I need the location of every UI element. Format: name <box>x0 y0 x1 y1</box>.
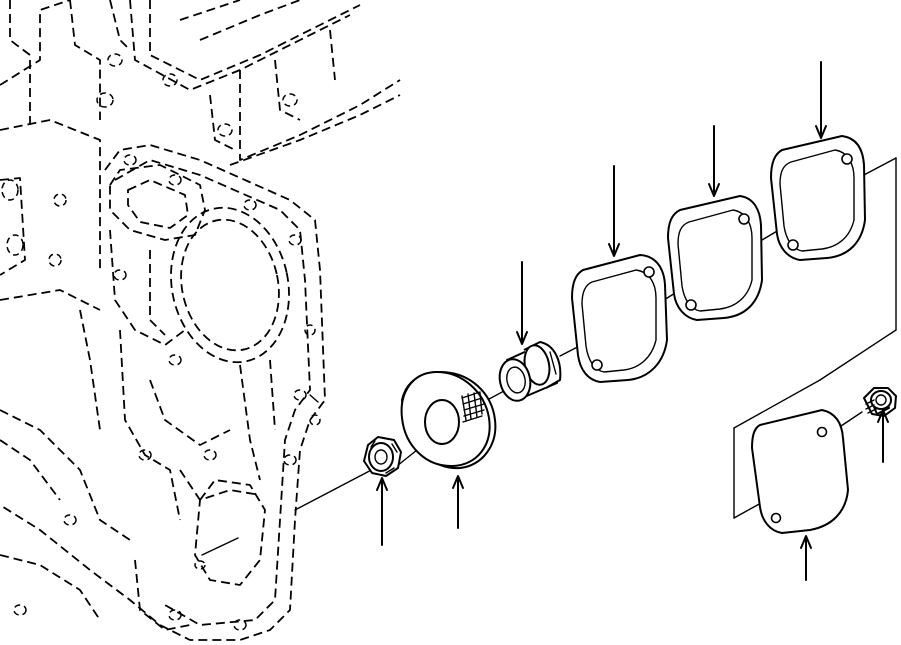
bolt-right <box>863 387 897 417</box>
pointer-arrows <box>376 61 889 581</box>
bushing-sleeve <box>498 341 562 402</box>
gasket-inner <box>571 254 668 383</box>
gasket-middle <box>667 195 763 321</box>
flange-nut-left <box>363 436 402 477</box>
pointer-arrow-washer-disc <box>452 475 464 529</box>
pointer-arrow-flange-nut <box>376 477 388 546</box>
gasket-outer <box>770 135 866 261</box>
pointer-arrow-gasket-outer <box>815 61 827 139</box>
thick-washer-disc <box>400 371 497 470</box>
pointer-arrow-cover-plate <box>800 535 812 581</box>
pointer-arrow-gasket-inner <box>608 165 620 257</box>
pointer-arrow-bushing <box>516 261 528 345</box>
engine-block-housing <box>0 0 401 641</box>
pointer-arrow-bolt <box>877 409 889 463</box>
cover-plate <box>751 409 849 534</box>
pointer-arrow-gasket-middle <box>708 125 720 197</box>
